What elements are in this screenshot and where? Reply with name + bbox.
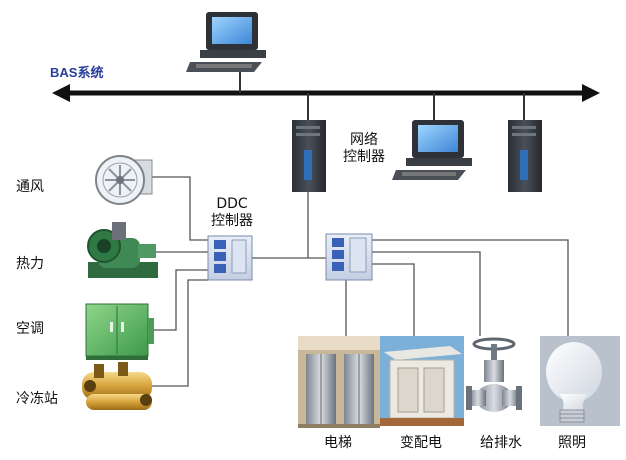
chiller-station-image bbox=[82, 362, 152, 410]
ventilation-label: 通风 bbox=[16, 179, 44, 195]
ddc-controller-label-line1: DDC bbox=[216, 196, 248, 212]
substation-label: 变配电 bbox=[400, 435, 442, 451]
network-controller-tower bbox=[292, 93, 326, 192]
air-conditioner-image bbox=[85, 303, 154, 360]
network-controller-label-line1: 网络 bbox=[350, 132, 378, 148]
heating-label: 热力 bbox=[16, 256, 44, 272]
elevator-label: 电梯 bbox=[324, 435, 352, 451]
heating-pump-image bbox=[87, 222, 158, 278]
lighting-bulb-image bbox=[540, 336, 620, 426]
ddc-controller-left bbox=[207, 235, 253, 281]
bus-left-arrow bbox=[52, 84, 70, 102]
chiller-station-label: 冷冻站 bbox=[16, 391, 58, 407]
ddc-controller-right bbox=[325, 233, 373, 281]
network-controller-label-line2: 控制器 bbox=[343, 149, 385, 165]
ventilation-fan-image bbox=[95, 155, 153, 205]
water-valve-image bbox=[464, 336, 542, 426]
elevator-image bbox=[298, 336, 380, 428]
wiring bbox=[150, 176, 569, 387]
air-conditioning-label: 空调 bbox=[16, 321, 44, 337]
bas-system-title: BAS系统 bbox=[50, 65, 104, 80]
substation-image bbox=[380, 336, 464, 426]
bus-right-arrow bbox=[582, 84, 600, 102]
network-controller-label: 网络 控制器 bbox=[340, 132, 388, 166]
ddc-controller-label-line2: 控制器 bbox=[211, 213, 253, 229]
ddc-controller-label: DDC 控制器 bbox=[206, 196, 258, 230]
lighting-label: 照明 bbox=[558, 435, 586, 451]
top-workstation bbox=[186, 12, 266, 93]
bas-bus-line bbox=[52, 84, 600, 102]
right-workstation bbox=[392, 93, 472, 180]
server-tower bbox=[508, 93, 542, 192]
water-supply-drainage-label: 给排水 bbox=[480, 435, 522, 451]
